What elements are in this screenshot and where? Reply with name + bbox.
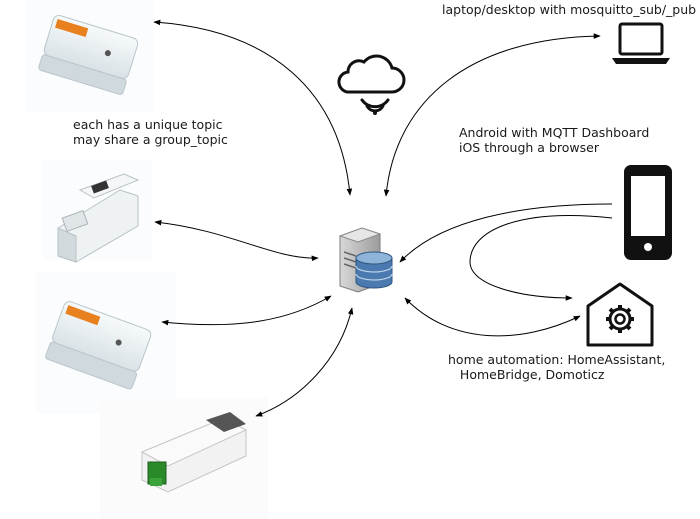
arrow-device3-broker	[161, 295, 332, 326]
gear-icon	[606, 305, 634, 333]
laptop-label: laptop/desktop with mosquitto_sub/_pub	[442, 2, 697, 17]
mobile-label: Android with MQTT Dashboard iOS through …	[459, 125, 649, 155]
home-automation-line1: home automation: HomeAssistant,	[448, 352, 666, 367]
home-automation-line2: HomeBridge, Domoticz	[459, 367, 605, 382]
mobile-label-line1: Android with MQTT Dashboard	[459, 125, 650, 140]
home-automation-label: home automation: HomeAssistant, HomeBrid…	[448, 352, 665, 382]
mobile-label-line2: iOS through a browser	[459, 140, 599, 155]
home-gear-icon	[586, 282, 654, 347]
device-topic-line1: each has a unique topic	[73, 117, 223, 132]
sonoff-basic-device-3	[36, 272, 176, 414]
arrow-laptop-broker	[383, 33, 601, 197]
sonoff-pow-device-2	[42, 160, 152, 263]
arrow-device4-broker	[255, 307, 354, 417]
device-topic-label: each has a unique topic may share a grou…	[73, 117, 228, 147]
smartphone-icon	[624, 165, 672, 260]
arrow-phone-broker	[399, 203, 613, 263]
sonoff-basic-device-1	[25, 0, 155, 112]
arrow-device2-broker	[154, 219, 319, 262]
device-topic-line2: may share a group_topic	[73, 132, 228, 147]
cloud-wifi-icon	[337, 54, 406, 115]
database-icon	[355, 251, 393, 289]
arrow-device1-broker	[153, 19, 353, 196]
laptop-icon	[612, 22, 670, 64]
arrow-home-broker	[404, 297, 581, 337]
broker-server-icon	[338, 227, 393, 293]
arrow-phone-home	[469, 215, 613, 301]
sonoff-rf-device-4	[100, 398, 268, 519]
